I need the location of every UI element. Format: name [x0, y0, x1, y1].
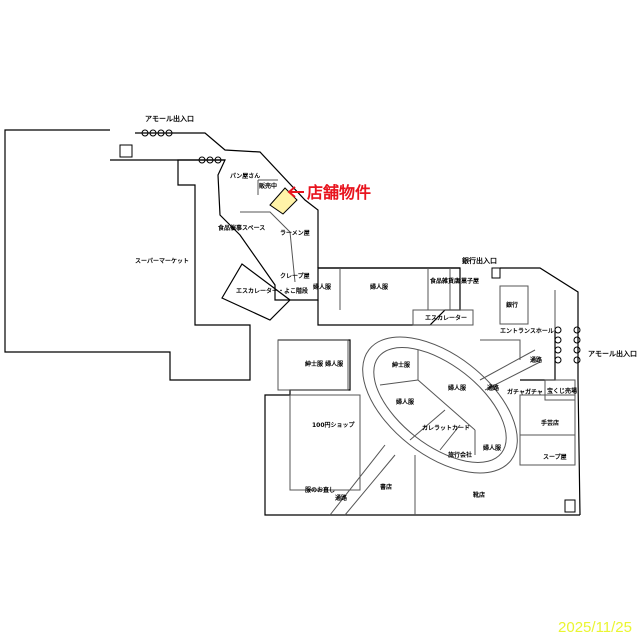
wall-supermarket — [4, 129, 251, 381]
label-crepe: クレープ屋 — [280, 272, 310, 280]
highlighted-shop[interactable] — [269, 187, 298, 215]
central-oval-inner — [373, 347, 507, 463]
label-womens-1: 婦人服 — [312, 283, 332, 291]
wall-upper-corridor — [110, 159, 460, 301]
central-oval-outer — [362, 336, 518, 474]
escalator-left — [221, 263, 291, 321]
label-bakery: パン屋さん — [230, 172, 260, 180]
label-amor-entrance-top: アモール出入口 — [145, 114, 194, 123]
label-passage-3: 通路 — [335, 494, 348, 502]
label-escalator: エスカレーター — [425, 314, 467, 322]
label-womens-4: 婦人服 — [395, 398, 415, 406]
label-alterations: 服のお直し — [305, 486, 335, 494]
label-entrance-hall: エントランスホール — [500, 328, 554, 335]
label-mens: 紳士服 — [392, 361, 411, 369]
label-mens-womens: 紳士服 婦人服 — [305, 360, 344, 368]
highlight-label: 店舗物件 — [307, 183, 371, 202]
label-passage-1: 通路 — [530, 356, 543, 364]
label-sales: 販売中 — [259, 182, 277, 190]
label-100-yen-shop: 100円ショップ — [312, 421, 356, 429]
label-sweets: お菓子屋 — [455, 277, 479, 285]
label-escalator-stairs: エスカレーター・よこ階段 — [236, 287, 308, 295]
label-womens-3: 婦人服 — [447, 384, 467, 392]
label-supermarket: スーパーマーケット — [135, 257, 189, 265]
label-womens-2: 婦人服 — [369, 283, 389, 291]
label-food-event-space: 食品催事スペース — [217, 224, 265, 232]
label-ramen: ラーメン屋 — [280, 229, 310, 237]
label-womens-5: 婦人服 — [482, 444, 502, 452]
label-bank-entrance: 銀行出入口 — [462, 256, 497, 265]
label-soup: スープ屋 — [543, 453, 567, 461]
label-card-counter: カレラットカード — [422, 425, 470, 432]
label-grocery: 食品雑貨店 — [429, 277, 460, 285]
date-stamp: 2025/11/25 — [558, 619, 632, 636]
label-bookstore: 書店 — [380, 483, 392, 491]
label-bank: 銀行 — [506, 301, 518, 309]
label-gacha: ガチャガチャ — [507, 388, 543, 396]
label-passage-2: 通路 — [487, 384, 500, 392]
label-travel: 旅行会社 — [447, 451, 472, 459]
wall-upper-corridor-outer — [135, 132, 319, 268]
label-amor-entrance-right: アモール出入口 — [588, 349, 637, 358]
door-marks — [119, 129, 581, 513]
label-lottery: 宝くじ売場 — [547, 387, 577, 395]
label-craft: 手芸店 — [541, 419, 559, 427]
label-shoes: 靴店 — [473, 491, 485, 499]
